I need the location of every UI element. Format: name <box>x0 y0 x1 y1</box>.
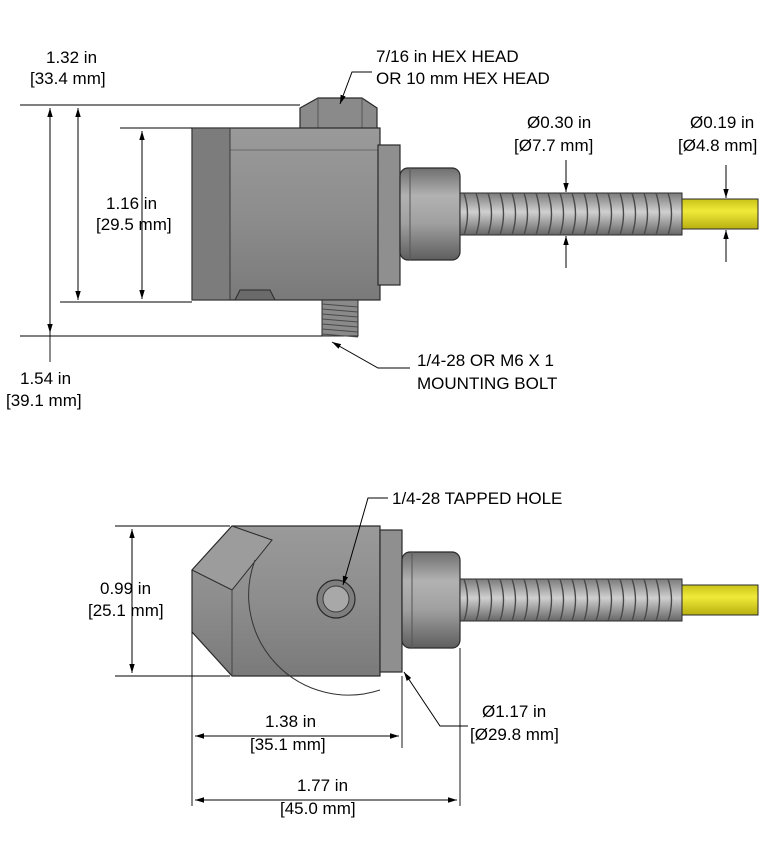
top-view: 7/16 in HEX HEAD OR 10 mm HEX HEAD 1.32 … <box>6 47 759 410</box>
sensor-bottom-view <box>191 525 759 696</box>
height-1-16-in: 1.16 in <box>106 194 157 213</box>
flange-dia-in: Ø1.17 in <box>482 702 546 721</box>
width-33-4-mm: [33.4 mm] <box>30 69 106 88</box>
sensor-top-view <box>191 97 759 338</box>
cable-dia-in: Ø0.19 in <box>690 113 754 132</box>
height-39-1-mm: [39.1 mm] <box>6 391 82 410</box>
bottom-view: 1/4-28 TAPPED HOLE 0.99 in [25.1 mm] Ø1.… <box>88 489 759 818</box>
height-25-1-mm: [25.1 mm] <box>88 601 164 620</box>
width-1-32-in: 1.32 in <box>46 48 97 67</box>
mount-bolt-label-1: 1/4-28 OR M6 X 1 <box>417 351 554 370</box>
mount-bolt-label-2: MOUNTING BOLT <box>417 374 557 393</box>
spring-dia-mm: [Ø7.7 mm] <box>514 136 593 155</box>
length-35-1-mm: [35.1 mm] <box>250 735 326 754</box>
height-0-99-in: 0.99 in <box>100 579 151 598</box>
length-45-0-mm: [45.0 mm] <box>280 799 356 818</box>
flange-dia-mm: [Ø29.8 mm] <box>470 725 559 744</box>
height-29-5-mm: [29.5 mm] <box>96 215 172 234</box>
bolt-threads <box>321 303 359 338</box>
length-1-38-in: 1.38 in <box>265 712 316 731</box>
length-1-77-in: 1.77 in <box>297 776 348 795</box>
cable-dia-mm: [Ø4.8 mm] <box>678 136 757 155</box>
hex-head-label-1: 7/16 in HEX HEAD <box>376 47 519 66</box>
spring-dia-in: Ø0.30 in <box>527 113 591 132</box>
hex-head-label-2: OR 10 mm HEX HEAD <box>376 69 550 88</box>
height-1-54-in: 1.54 in <box>20 369 71 388</box>
tapped-hole-label: 1/4-28 TAPPED HOLE <box>392 489 562 508</box>
spring-coils <box>463 578 673 622</box>
spring-coils <box>463 192 673 236</box>
